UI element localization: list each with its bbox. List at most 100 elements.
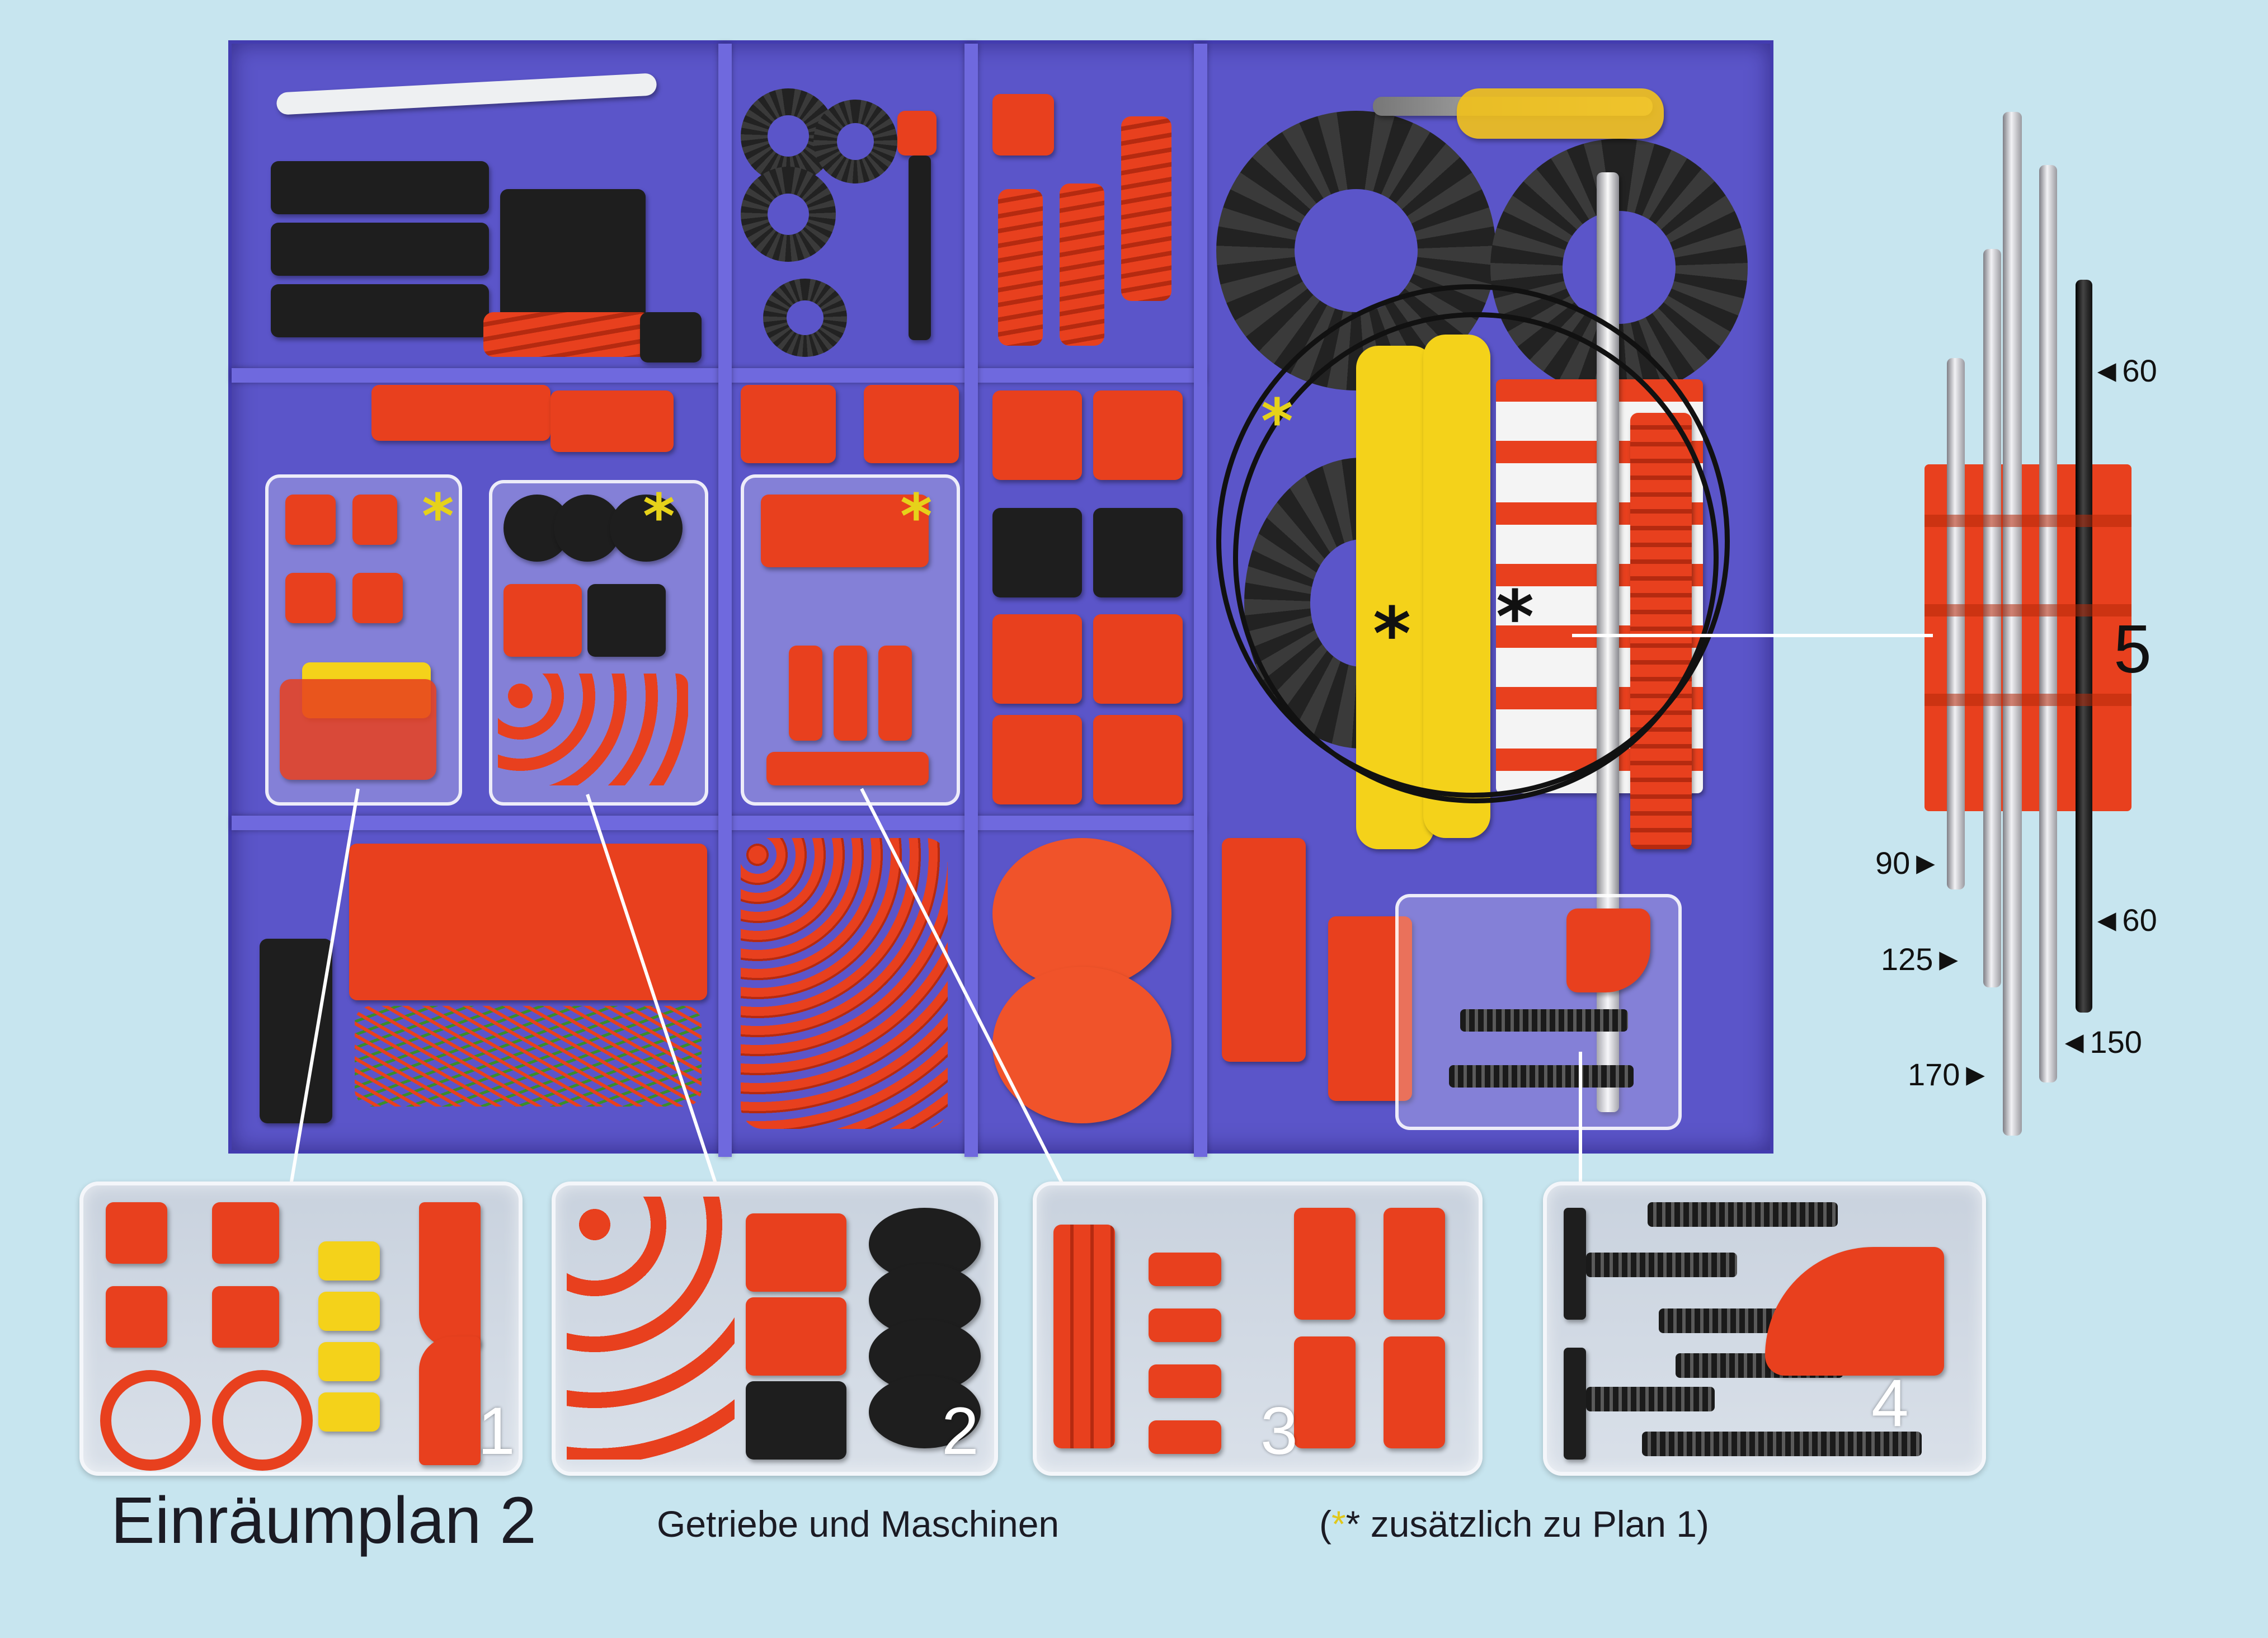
hub-part — [212, 1286, 279, 1348]
chain — [741, 838, 948, 1129]
hub-part — [285, 495, 336, 545]
square-block — [992, 614, 1082, 704]
yellow-star: * — [1261, 385, 1293, 457]
pointer-line — [289, 788, 360, 1185]
sorting-tray: * * * * * * — [228, 40, 1773, 1157]
axle-label-60-mid: ◄60 — [2091, 902, 2157, 938]
magnet-switch — [260, 939, 332, 1123]
red-cylinder — [504, 584, 582, 657]
connector — [789, 646, 822, 741]
axle-label-125: 125► — [1881, 942, 1964, 977]
clip-rings — [498, 674, 688, 785]
hub-nut — [897, 111, 937, 156]
holder-row — [1924, 515, 2131, 527]
worm-gear — [1060, 183, 1104, 346]
hub-part — [106, 1286, 167, 1348]
worm-gear — [998, 189, 1043, 346]
threaded-rod — [1648, 1202, 1838, 1227]
parts-box-1 — [265, 474, 462, 806]
threaded-rod — [1460, 1009, 1628, 1032]
tray-divider — [964, 44, 978, 1157]
bar-stack — [1053, 1225, 1115, 1448]
square-block — [1093, 715, 1183, 804]
hub-part — [352, 495, 397, 545]
holder-row — [1924, 694, 2131, 706]
detail-number: 2 — [942, 1394, 979, 1468]
legend-note: (** zusätzlich zu Plan 1) — [1319, 1503, 1709, 1545]
detail-number: 3 — [1260, 1394, 1298, 1468]
black-star: * — [1496, 575, 1534, 660]
axle-label-150: ◄150 — [2059, 1024, 2142, 1060]
axle-170 — [2003, 112, 2022, 1136]
black-disc — [869, 1376, 981, 1448]
detail-box-2: 2 — [552, 1182, 998, 1476]
bevel-axle — [909, 156, 931, 340]
threaded-rod — [1586, 1387, 1715, 1411]
yellow-coupling — [318, 1292, 380, 1331]
gear — [813, 100, 897, 183]
yellow-star: * — [422, 481, 454, 552]
parts-box-4 — [1395, 894, 1682, 1130]
angle-block — [280, 679, 436, 780]
hook — [1566, 909, 1650, 992]
pulley — [992, 967, 1171, 1123]
red-block — [1294, 1336, 1356, 1448]
angle-block — [550, 390, 674, 452]
gearbox — [640, 312, 702, 363]
yellow-star: * — [643, 481, 675, 552]
red-block — [1294, 1208, 1356, 1320]
yellow-star: * — [900, 481, 933, 552]
axle-60-black — [2076, 280, 2092, 1013]
hub-part — [212, 1202, 279, 1264]
axle-125 — [1983, 249, 2001, 987]
worm-shaft — [483, 312, 651, 357]
hook — [1765, 1247, 1944, 1376]
page-title: Einräumplan 2 — [111, 1484, 537, 1557]
pulley — [992, 838, 1171, 989]
black-cylinder — [587, 584, 666, 657]
tray-divider — [718, 44, 732, 1157]
clip-rings — [567, 1197, 735, 1460]
angle-block — [419, 1336, 481, 1465]
note-black-star: * — [1345, 1503, 1361, 1545]
note-text: zusätzlich zu Plan 1) — [1360, 1503, 1709, 1545]
cross-block — [741, 385, 836, 463]
axle-label-90: 90► — [1875, 845, 1941, 881]
crank-part — [1222, 838, 1306, 1062]
yellow-coupling — [318, 1342, 380, 1381]
yellow-coupling — [318, 1241, 380, 1281]
building-block — [992, 94, 1054, 156]
gear — [763, 279, 847, 357]
connector — [1149, 1364, 1221, 1398]
red-block — [1384, 1336, 1445, 1448]
connector — [1149, 1420, 1221, 1454]
detail-number: 1 — [478, 1394, 515, 1468]
gear — [741, 167, 836, 262]
square-block — [1093, 614, 1183, 704]
yellow-coupling — [318, 1392, 380, 1432]
axle-post — [1564, 1208, 1586, 1320]
note-open: ( — [1319, 1503, 1331, 1545]
square-block — [1093, 390, 1183, 480]
red-cylinder — [746, 1213, 846, 1292]
bar — [766, 752, 929, 785]
detail-number: 4 — [1871, 1366, 1909, 1441]
cross-block — [864, 385, 959, 463]
battery-holder — [371, 385, 550, 441]
motor-block — [271, 223, 489, 276]
square-block — [992, 390, 1082, 480]
parts-box-3 — [741, 474, 960, 806]
detail-box-3: 3 — [1033, 1182, 1483, 1476]
page-subtitle: Getriebe und Maschinen — [657, 1503, 1060, 1545]
hub-part — [106, 1202, 167, 1264]
angle-block — [419, 1202, 481, 1348]
motor-block — [271, 161, 489, 214]
cross-connector — [1093, 508, 1183, 597]
connector — [878, 646, 912, 741]
worm-gear — [1121, 116, 1171, 301]
parts-box-2 — [489, 480, 708, 806]
clamp-ring — [212, 1370, 313, 1471]
tray-divider — [1194, 44, 1207, 1157]
threaded-rod — [1642, 1432, 1922, 1456]
note-yellow-star: * — [1331, 1503, 1346, 1545]
